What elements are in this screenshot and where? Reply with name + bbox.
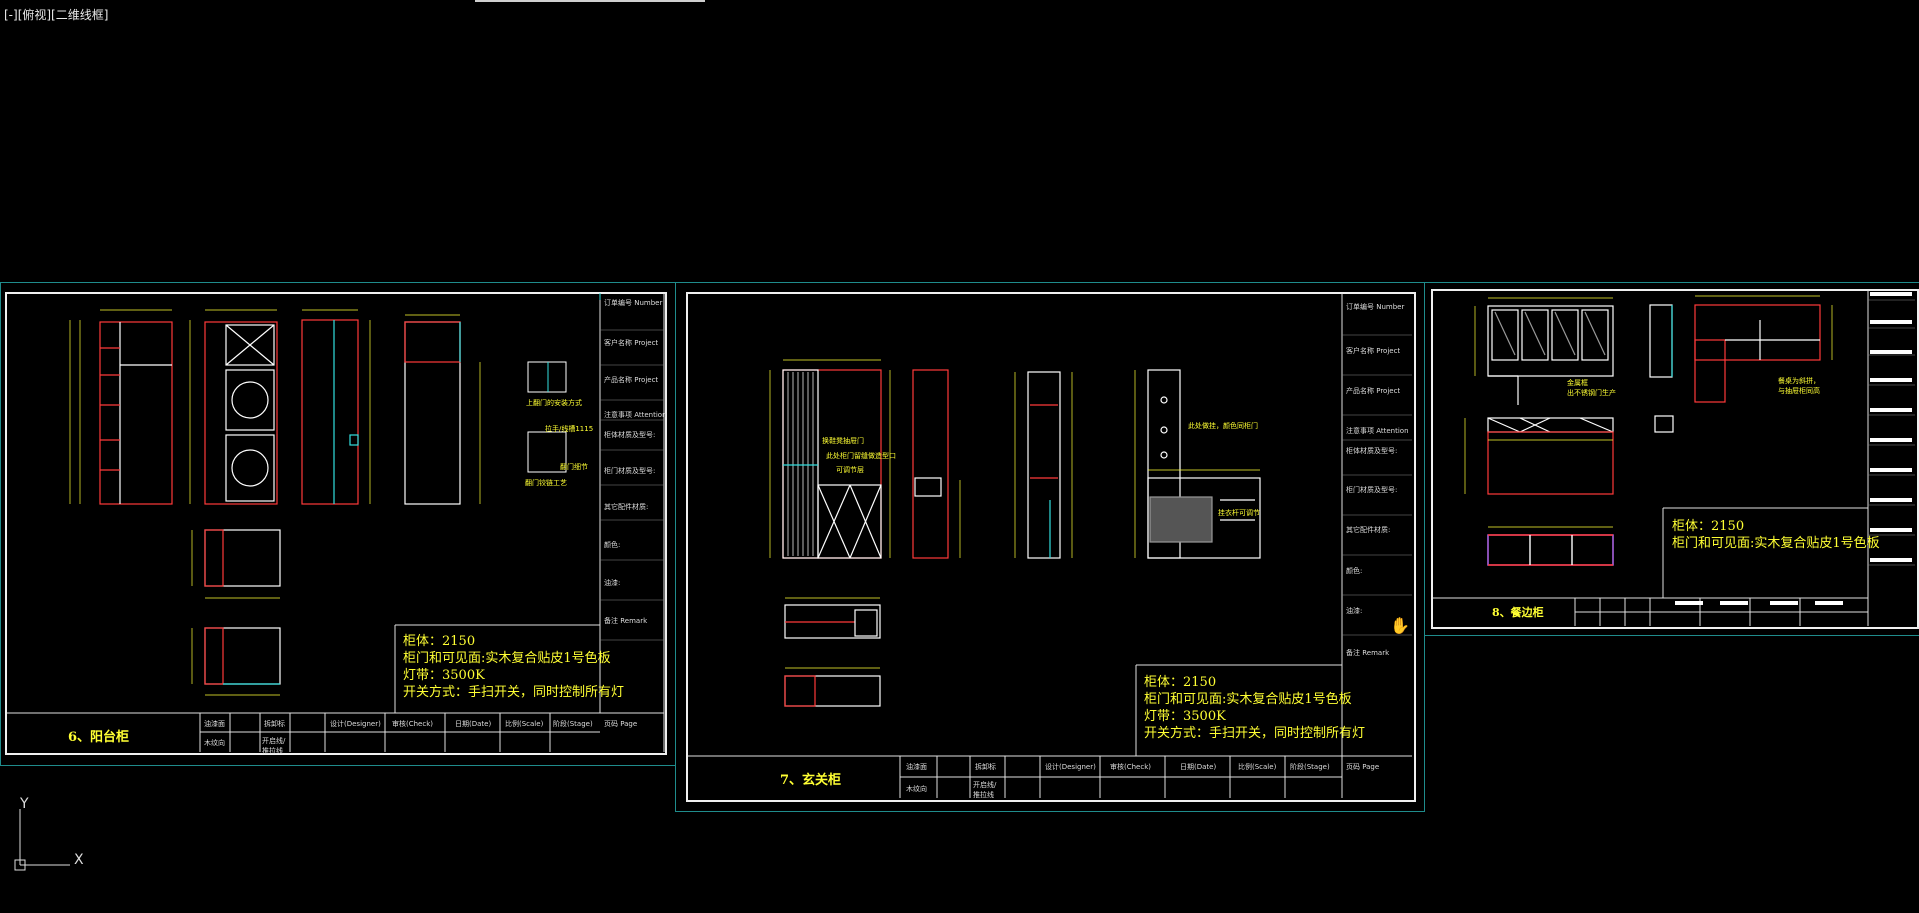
tb-field: 颜色: [604, 541, 621, 549]
footer-cell: 设计(Designer) [330, 720, 381, 728]
footer-cell: 页码 Page [604, 720, 638, 728]
footer-cell: 拆卸标 [264, 720, 285, 728]
viewport-control-label[interactable]: [-][俯视][二维线框] [4, 8, 109, 22]
annotation: 上翻门的安装方式 [526, 399, 582, 407]
ucs-axis-icon [10, 797, 90, 879]
drawing-frame-7 [686, 292, 1416, 802]
sheet-title: 6、阳台柜 [68, 730, 130, 745]
footer-cell: 木纹向 [204, 739, 225, 747]
spec-notes-7: 柜体：2150 柜门和可见面:实木复合贴皮1号色板 灯带：3500K 开关方式：… [1144, 674, 1365, 742]
footer-cell: 开启线/推拉线 [262, 737, 286, 755]
footer-cell: 日期(Date) [1180, 763, 1217, 771]
spec-notes-6: 柜体：2150 柜门和可见面:实木复合贴皮1号色板 灯带：3500K 开关方式：… [403, 633, 624, 701]
annotation: 出不锈钢门生产 [1567, 389, 1616, 397]
footer-cell: 页码 Page [1346, 763, 1380, 771]
footer-cell: 油漆面 [906, 763, 927, 771]
annotation: 翻门细节 [560, 463, 588, 471]
annotation: 翻门铰链工艺 [525, 479, 567, 487]
tb-field: 备注 Remark [604, 617, 648, 625]
drawing-frame-6 [5, 292, 667, 755]
annotation: 金属框 [1567, 379, 1588, 387]
layout-sheet-8[interactable] [1424, 282, 1919, 636]
annotation: 挂衣杆可调节 [1218, 509, 1260, 517]
footer-cell: 审核(Check) [1110, 763, 1151, 771]
tb-field: 油漆: [1346, 607, 1363, 615]
footer-cell: 比例(Scale) [1238, 763, 1277, 771]
ucs-axis-icon-graphic [14, 809, 70, 871]
spec-notes-8: 柜体：2150 柜门和可见面:实木复合贴皮1号色板 [1672, 518, 1880, 552]
tb-field: 客户名称 Project [604, 339, 659, 347]
drawing-frame-8 [1431, 289, 1919, 629]
ucs-x-label: X [74, 852, 84, 868]
spec-note: 柜体：2150 [1672, 519, 1745, 534]
sheet-title: 7、玄关柜 [780, 773, 842, 788]
ucs-y-label: Y [20, 796, 29, 812]
tb-field: 其它配件材质: [1346, 526, 1391, 534]
tb-field: 柜体材质及型号: [1346, 447, 1398, 455]
hand-cursor-icon: ✋ [1390, 616, 1410, 635]
annotation: 此处做挂，颜色同柜门 [1188, 422, 1258, 430]
tb-field: 柜门材质及型号: [1346, 486, 1398, 494]
spec-note: 灯带：3500K [403, 668, 485, 683]
tb-field: 产品名称 Project [1346, 387, 1401, 395]
tb-field: 订单编号 Number [1346, 303, 1405, 311]
footer-cell: 阶段(Stage) [1290, 763, 1330, 771]
spec-note: 灯带：3500K [1144, 709, 1226, 724]
tb-field: 订单编号 Number [604, 299, 663, 307]
footer-cell: 开启线/推拉线 [973, 781, 997, 799]
footer-cell: 油漆面 [204, 720, 225, 728]
footer-cell: 设计(Designer) [1045, 763, 1096, 771]
tb-field: 颜色: [1346, 567, 1363, 575]
tb-field: 备注 Remark [1346, 649, 1390, 657]
annotation: 拉手/线槽1115 [545, 425, 594, 433]
tb-field: 客户名称 Project [1346, 347, 1401, 355]
spec-note: 柜门和可见面:实木复合贴皮1号色板 [403, 651, 611, 666]
tb-field: 柜门材质及型号: [604, 467, 656, 475]
footer-cell: 比例(Scale) [505, 720, 544, 728]
spec-note: 柜体：2150 [1144, 675, 1217, 690]
annotation: 与抽屉柜同高 [1778, 387, 1820, 395]
annotation: 餐桌为斜拼， [1778, 377, 1820, 385]
tb-field: 注意事项 Attention [1346, 427, 1409, 435]
tb-field: 注意事项 Attention [604, 411, 667, 419]
tb-field: 其它配件材质: [604, 503, 649, 511]
annotation: 换鞋凳抽屉门 [822, 437, 864, 445]
tb-field: 柜体材质及型号: [604, 431, 656, 439]
spec-note: 柜门和可见面:实木复合贴皮1号色板 [1144, 692, 1352, 707]
footer-cell: 阶段(Stage) [553, 720, 593, 728]
spec-note: 柜门和可见面:实木复合贴皮1号色板 [1672, 536, 1880, 551]
tb-field: 产品名称 Project [604, 376, 659, 384]
footer-cell: 木纹向 [906, 785, 927, 793]
annotation: 此处柜门留缝做造型口 [826, 452, 896, 460]
footer-cell: 日期(Date) [455, 720, 492, 728]
spec-note: 柜体：2150 [403, 634, 476, 649]
annotation: 可调节层 [836, 466, 864, 474]
footer-cell: 拆卸标 [975, 763, 996, 771]
sheet-title: 8、餐边柜 [1492, 606, 1544, 619]
tb-field: 油漆: [604, 579, 621, 587]
spec-note: 开关方式：手扫开关，同时控制所有灯 [1144, 726, 1366, 741]
viewport-tab-strip [475, 0, 705, 2]
spec-note: 开关方式：手扫开关，同时控制所有灯 [403, 685, 625, 700]
footer-cell: 审核(Check) [392, 720, 433, 728]
